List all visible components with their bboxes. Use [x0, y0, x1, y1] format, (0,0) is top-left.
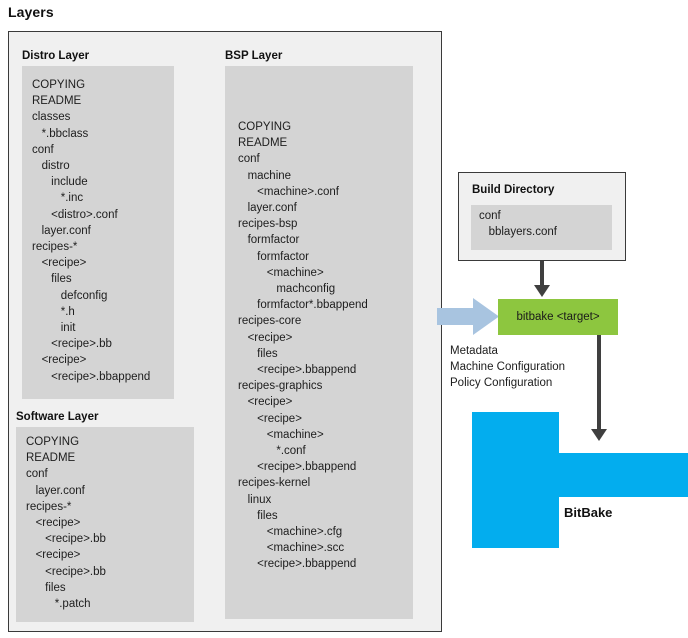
distro-layer-tree: COPYING README classes *.bbclass conf di…: [32, 79, 151, 383]
arrow-down-icon-bitbake-to-output-shaft: [597, 335, 601, 431]
arrow-right-block-icon: [437, 298, 499, 335]
bsp-layer-panel: [225, 66, 413, 619]
bsp-layer-title: BSP Layer: [225, 50, 283, 62]
build-directory-tree: conf bblayers.conf: [479, 210, 557, 239]
page-title: Layers: [8, 4, 54, 20]
software-layer-title: Software Layer: [16, 411, 99, 423]
build-directory-title: Build Directory: [472, 184, 555, 196]
bitbake-output-block-vertical: [472, 412, 559, 548]
distro-layer-panel: [22, 66, 174, 399]
bitbake-command-box[interactable]: bitbake <target>: [498, 299, 618, 335]
build-directory-panel: [471, 205, 612, 250]
arrow-down-icon-build-to-bitbake-head: [534, 285, 550, 297]
arrow-down-icon-bitbake-to-output-head: [591, 429, 607, 441]
metadata-inputs-list: Metadata Machine Configuration Policy Co…: [450, 345, 566, 390]
bsp-layer-tree: COPYING README conf machine <machine>.co…: [238, 121, 368, 571]
bitbake-output-label: BitBake: [564, 505, 613, 520]
software-layer-panel: [16, 427, 194, 622]
distro-layer-title: Distro Layer: [22, 50, 90, 62]
software-layer-tree: COPYING README conf layer.conf recipes-*…: [26, 436, 106, 611]
bitbake-output-block-horizontal: [558, 453, 688, 497]
arrow-down-icon-build-to-bitbake-shaft: [540, 261, 544, 287]
